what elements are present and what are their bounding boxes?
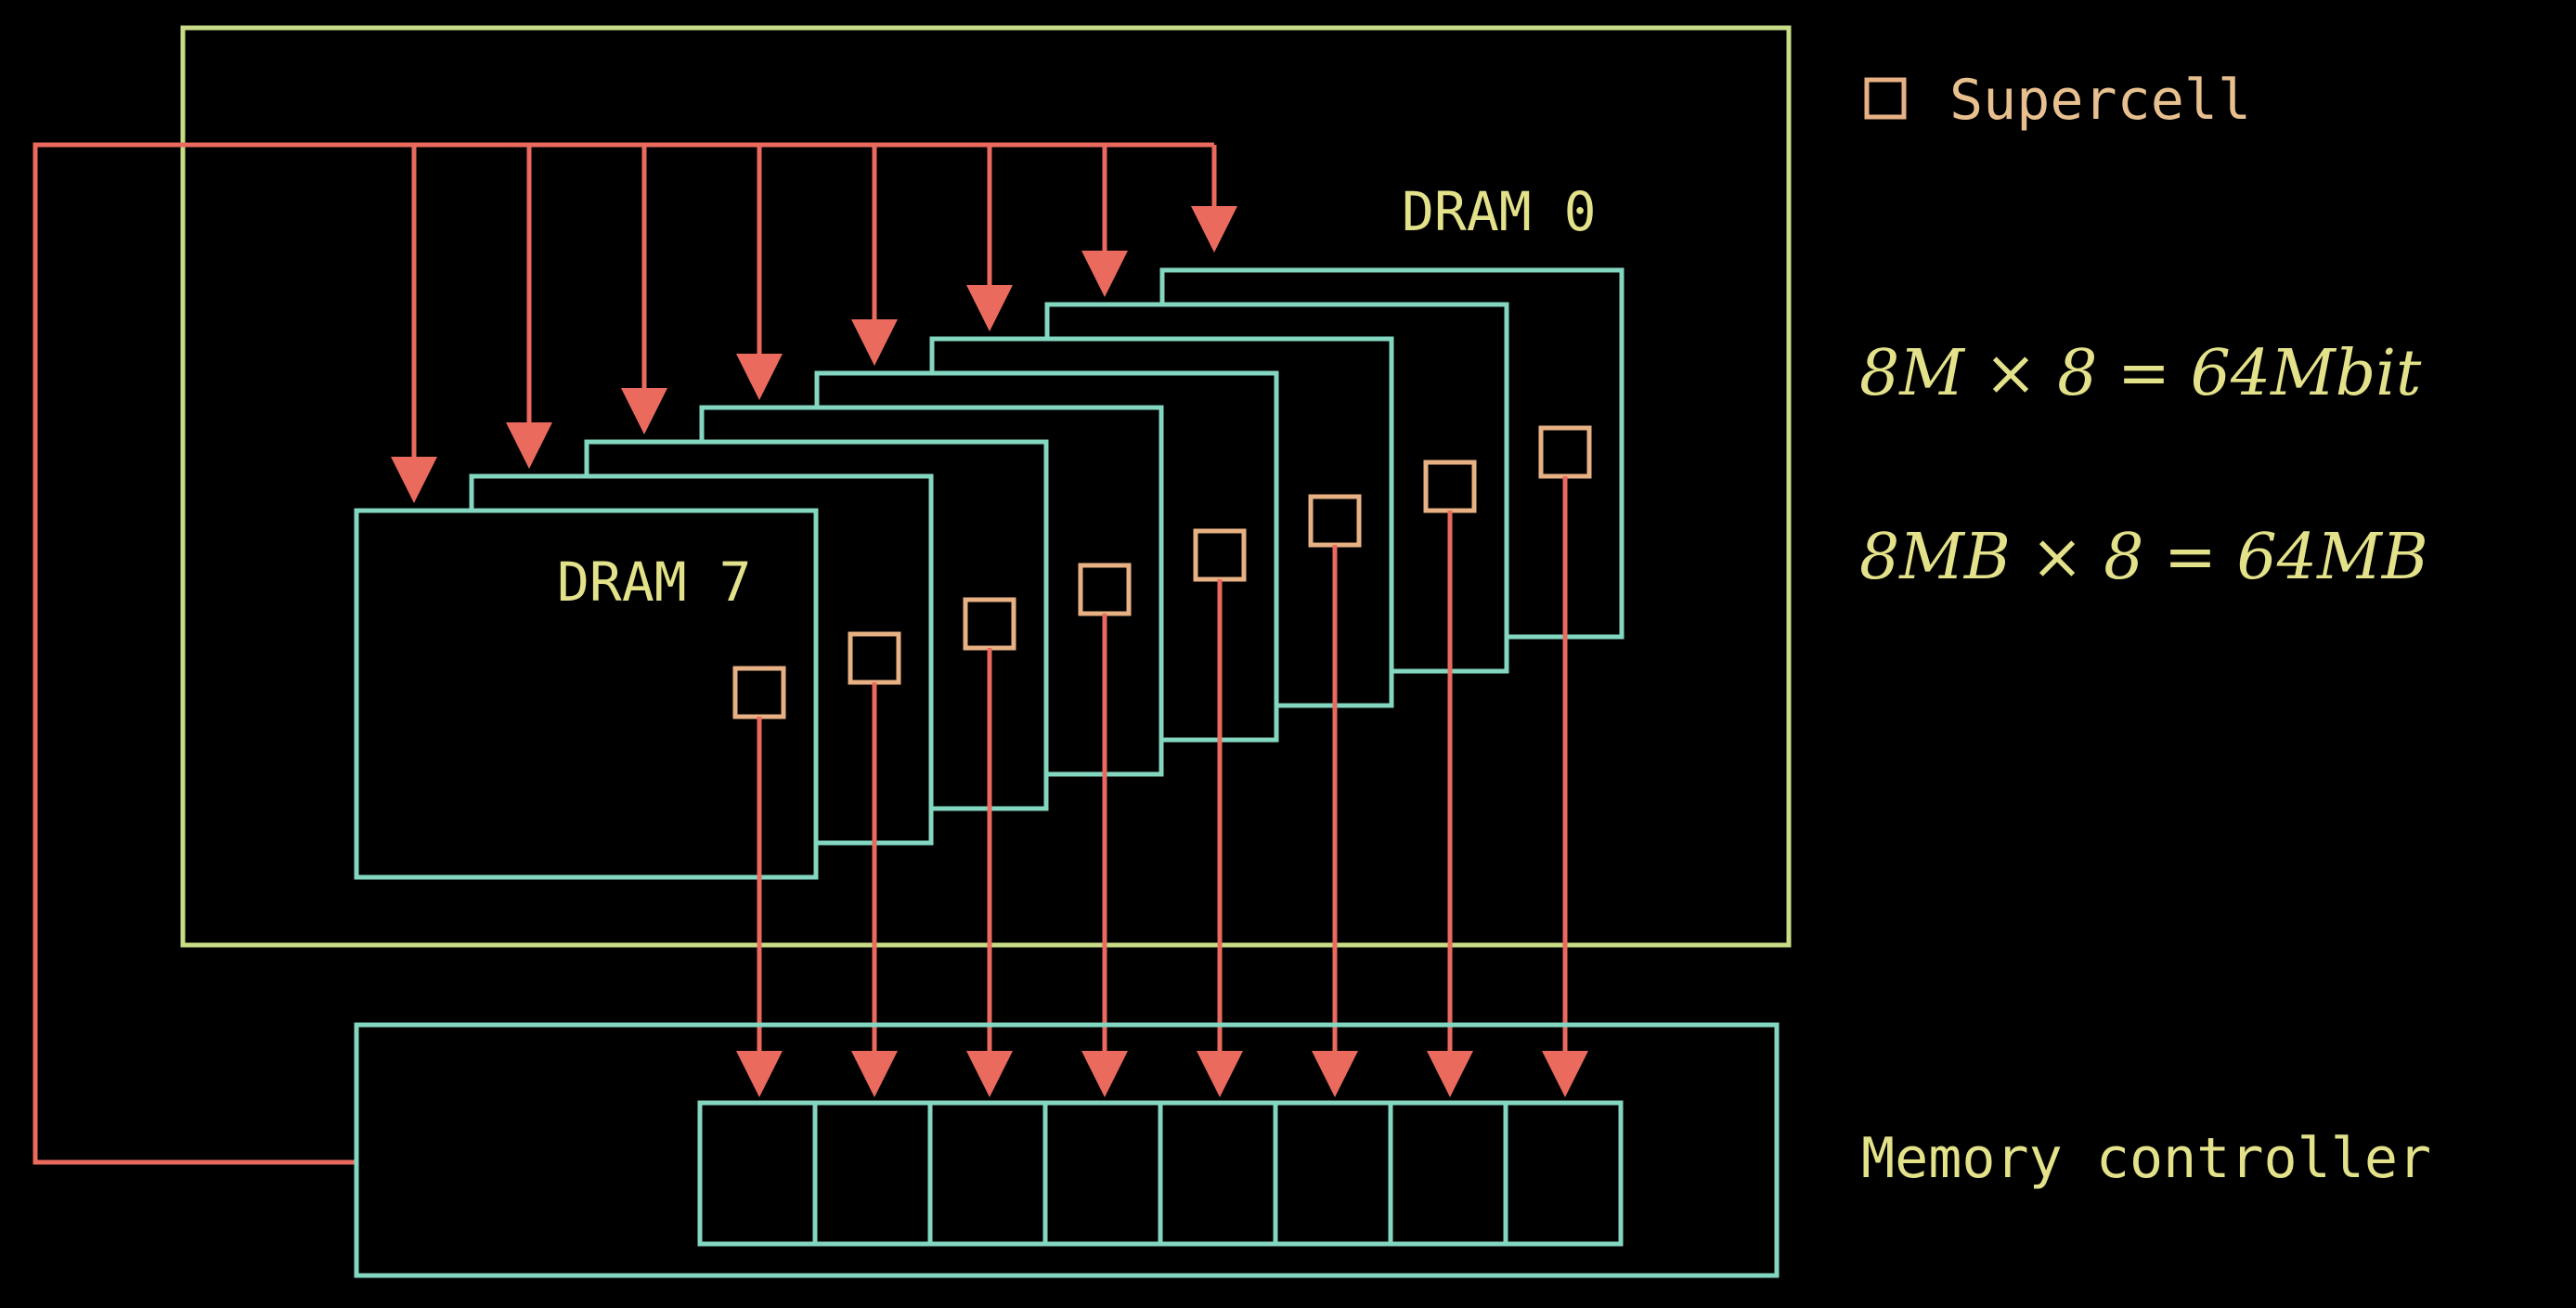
- dram-7-label: DRAM 7: [557, 550, 752, 614]
- dram-chip-7: [354, 508, 819, 880]
- dram-chip-stack: [354, 267, 1625, 880]
- buffer-cell-0: [697, 1100, 818, 1247]
- data-lines: [736, 476, 1588, 1097]
- memory-controller-label: Memory controller: [1861, 1126, 2431, 1191]
- buffer-cell-4: [1158, 1100, 1278, 1247]
- controller-buffer: [697, 1100, 1624, 1247]
- legend-supercell-label: Supercell: [1949, 68, 2251, 133]
- address-bus-trunk: [32, 142, 1214, 1165]
- address-bus: [32, 142, 1237, 1165]
- dram-0-label: DRAM 0: [1402, 180, 1597, 243]
- buffer-cell-5: [1273, 1100, 1393, 1247]
- buffer-cell-7: [1503, 1100, 1624, 1247]
- memory-controller-box: [354, 1022, 1780, 1278]
- memory-module-outline: [180, 25, 1792, 948]
- buffer-cell-6: [1388, 1100, 1508, 1247]
- formula-bits: 8M × 8 = 64Mbit: [1859, 337, 2422, 410]
- square-outline-icon: [1864, 77, 1907, 120]
- buffer-cell-2: [927, 1100, 1048, 1247]
- formula-bytes: 8MB × 8 = 64MB: [1859, 521, 2428, 594]
- buffer-cell-1: [812, 1100, 933, 1247]
- buffer-cell-3: [1042, 1100, 1163, 1247]
